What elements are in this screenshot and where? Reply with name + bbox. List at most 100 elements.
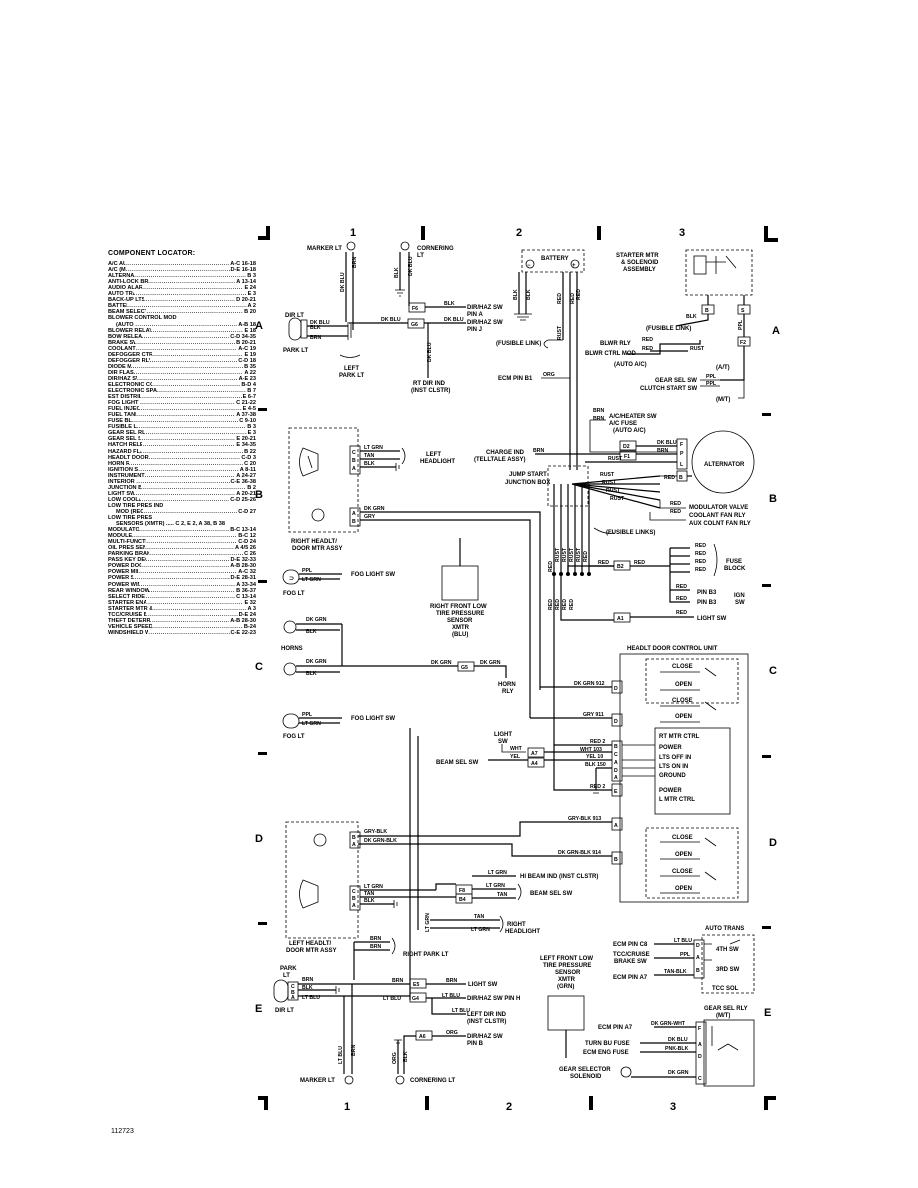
connector-f1-label: F1 [624,454,630,460]
svg-text:E: E [614,789,618,795]
ecm-pin-c8-label: ECM PIN C8 [613,942,648,948]
wire-brn-e5: BRN [392,978,403,984]
connector-g6-label: G6 [411,322,418,328]
dir-haz-h-label: DIR/HAZ SW PIN H [467,996,520,1002]
locator-row: PARKING BRAKE SWITCHC 26 [108,551,256,557]
locator-row: DIODE MODB 35 [108,364,256,370]
zone-a-left-lights: MARKER LT DK BLU BRN CORNERING LT BLK DK… [283,241,503,394]
locator-component-name: BATTERY [108,303,127,310]
locator-row: IGNITION SWITCHA 8-11 [108,467,256,473]
svg-text:D: D [614,719,618,725]
locator-component-name: PARKING BRAKE SWITCH [108,551,150,558]
locator-component-name: A/C AUTO [108,261,126,268]
locator-row: GEAR SEL SW (A/T)E 20-21 [108,436,256,442]
lf-low-label-4: XMTR [558,977,576,983]
wire-gry-911: GRY 911 [583,712,604,718]
locator-component-name: JUNCTION BLOCK [108,484,141,491]
wire-red-cf: RED [670,509,681,515]
wire-blk-b: BLK [444,301,455,307]
power-label-2: POWER [659,788,682,794]
locator-component-name: PASS KEY DECODER MOD [108,557,146,564]
rf-low-label-4: XMTR [452,625,470,631]
wire-rust-f3: RUST [569,547,575,562]
svg-text:+: + [572,263,576,269]
park-lt2-label-1: PARK [280,966,297,972]
locator-grid-ref: E 24 [244,285,256,292]
locator-component-name: ANTI-LOCK BRAKE SYSTEM [108,279,149,286]
wire-dk-blu-e: DK BLU [427,342,433,362]
wire-red-b2: RED [598,560,609,566]
wire-red-mv: RED [670,501,681,507]
locator-grid-ref: D-E 32-33 [230,557,257,564]
wire-ppl-gear: PPL [706,374,717,380]
locator-grid-ref: D-E 24 [238,611,256,618]
close-label-1: CLOSE [672,664,693,670]
locator-grid-ref: A-E 23 [238,375,256,382]
wire-red-bat-3: RED [576,289,582,300]
connector-f8-label: F8 [459,888,465,894]
locator-row: MOD (RECEIVER)C-D 27 [108,509,256,515]
locator-grid-ref: A 20-21 [236,490,256,497]
rf-low-label-5: (BLU) [452,632,468,638]
pin-b3b-label: PIN B3 [697,600,717,606]
wire-red-b2b: RED [634,560,645,566]
gear-sol-label-2: SOLENOID [570,1074,602,1080]
locator-grid-ref: C-D 25-26 [230,496,256,503]
wire-lt-grn-lh: LT GRN [364,884,383,890]
locator-row: LOW TIRE PRES IND [108,503,256,509]
locator-component-name: STARTER MTR & SOL ASSY [108,605,152,612]
ground-label: GROUND [659,773,686,779]
connector-e5-label: E5 [413,982,419,988]
wire-blk-bat-2: BLK [526,289,532,300]
locator-grid-ref: A 8-11 [239,466,256,473]
col-label-2-bottom: 2 [506,1101,512,1113]
wire-rust-f4: RUST [576,547,582,562]
connector-b2-label: B2 [617,564,624,570]
wire-lt-blu-e1: LT BLU [302,995,320,1001]
lts-on-in-label: LTS ON IN [659,764,688,770]
row-label-a-right: A [772,325,780,337]
ac-heater-label-3: (AUTO A/C) [613,428,646,434]
locator-row: GEAR SEL RLY (M/T)E 3 [108,430,256,436]
row-label-a-left: A [255,320,263,332]
locator-row: POWER WINDOWSA 33-34 [108,582,256,588]
3rd-sw-label: 3RD SW [716,967,740,973]
locator-component-name: HORN RLY [108,460,129,467]
wire-red-bat-2: RED [570,293,576,304]
locator-row: BLOWER CONTROL MOD [108,315,256,321]
locator-row: AUDIO ALARM MODE 24 [108,285,256,291]
svg-text:A: A [698,1042,702,1048]
locator-component-name: LOW TIRE PRES [108,515,153,522]
ecm-pin-b1-label: ECM PIN B1 [498,376,533,382]
ac-heater-label-2: A/C FUSE [609,421,637,427]
left-headlt-label-1: LEFT HEADLT/ [289,941,332,947]
locator-component-name: BEAM SELECT SWITCH [108,309,147,316]
locator-component-name: BLOWER CONTROL MOD [108,315,177,322]
wire-lt-blu-ldi: LT BLU [452,1008,470,1014]
locator-grid-ref: B-C 12 [238,533,256,540]
locator-grid-ref: E 34-35 [236,442,256,449]
wire-lt-grn-rh: LT GRN [364,445,383,451]
svg-text:C: C [698,1076,702,1082]
svg-text:B: B [352,835,356,841]
wire-dk-grn-gr: DK GRN [668,1070,689,1076]
power-label: POWER [659,745,682,751]
wire-red-f5: RED [562,599,568,610]
ecm-pin-a7-label: ECM PIN A7 [613,975,648,981]
locator-component-name: FUSIBLE LINKS [108,424,137,431]
locator-row: SELECT RIDE CTRL MODC 13-14 [108,594,256,600]
wire-dk-blu-alt: DK BLU [657,440,677,446]
svg-text:A: A [614,760,618,766]
wire-dk-grn-rh: DK GRN [364,506,385,512]
rt-mtr-ctrl-label: RT MTR CTRL [659,734,700,740]
wire-lt-grn-rh2: LT GRN [471,927,490,933]
locator-component-name: BACK-UP LTS SW (M/T) [108,297,144,304]
connector-a4-label: A4 [531,761,538,767]
locator-component-name: MODULATOR VALVE [108,527,140,534]
locator-grid-ref: A-C 32 [238,569,256,576]
locator-grid-ref: B 3 [247,424,256,431]
svg-text:B: B [705,308,709,314]
locator-component-name: FUEL INJECTORS [108,406,139,413]
wire-lt-grn-hb: LT GRN [488,870,507,876]
locator-row: OIL PRES SEND/SWITCHA 4/5 26 [108,545,256,551]
